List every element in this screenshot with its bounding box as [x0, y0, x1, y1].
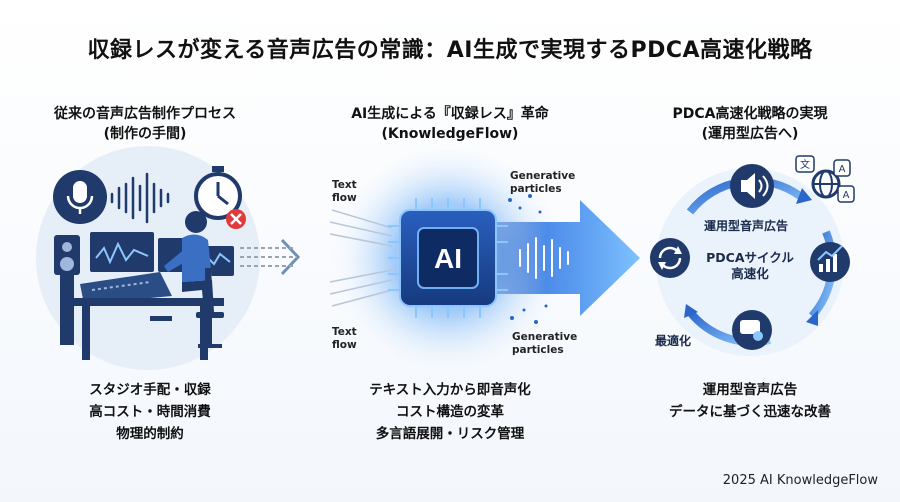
pdca-cycle: 文 A A	[650, 155, 855, 356]
generative-particles	[508, 194, 548, 324]
footer-credit: 2025 AI KnowledgeFlow	[722, 473, 878, 488]
particles-top-line2: particles	[510, 183, 562, 195]
text-flow-label-bottom: Text flow	[332, 326, 357, 352]
ai-chip-label: AI	[434, 243, 462, 274]
particles-bottom-line1: Generative	[512, 331, 578, 343]
left-heading-line1: 従来の音声広告制作プロセス	[54, 106, 236, 122]
cycle-center-label: PDCAサイクル 高速化	[700, 250, 800, 282]
text-flow-top-line1: Text	[332, 179, 357, 191]
mixing-console	[74, 272, 224, 360]
middle-heading: AI生成による『収録レス』革命 (KnowledgeFlow)	[320, 104, 580, 144]
engineer-figure	[150, 211, 224, 348]
page-title: 収録レスが変える音声広告の常識：AI生成で実現するPDCA高速化戦略	[87, 38, 813, 63]
middle-body-line1: テキスト入力から即音声化	[369, 382, 531, 398]
right-body-line2: データに基づく迅速な改善	[669, 404, 831, 420]
right-heading-line2: (運用型広告へ)	[701, 126, 799, 142]
left-body: スタジオ手配・収録 高コスト・時間消費 物理的制約	[20, 379, 280, 445]
chip-pins	[388, 198, 508, 318]
text-flow-bottom-line2: flow	[332, 339, 357, 351]
left-heading-line2: (制作の手間)	[103, 126, 187, 142]
ai-chip-core	[417, 227, 479, 289]
output-waveform	[519, 237, 569, 279]
middle-heading-line2: (KnowledgeFlow)	[381, 126, 519, 142]
chart-icon	[810, 242, 850, 282]
right-heading-line1: PDCA高速化戦略の実現	[672, 106, 828, 122]
middle-body-line2: コスト構造の変革	[396, 404, 504, 420]
cycle-center-line2: 高速化	[731, 266, 769, 281]
left-body-line2: 高コスト・時間消費	[89, 404, 211, 420]
particles-label-top: Generative particles	[510, 170, 575, 196]
microphone-icon	[53, 170, 107, 224]
speaker-icon	[730, 164, 774, 208]
cycle-top-label: 運用型音声広告	[703, 219, 788, 233]
cycle-left-label: 最適化	[654, 334, 691, 348]
text-flow-top-line2: flow	[332, 192, 357, 204]
particles-bottom-line2: particles	[512, 344, 564, 356]
studio-speaker	[54, 235, 80, 345]
text-flow-label-top: Text flow	[332, 179, 357, 205]
transition-arrow-1	[240, 238, 301, 276]
middle-heading-line1: AI生成による『収録レス』革命	[351, 106, 549, 122]
left-body-line1: スタジオ手配・収録	[89, 382, 211, 398]
chat-icon	[732, 310, 772, 350]
translate-glyph-1: 文	[800, 158, 810, 171]
particles-top-line1: Generative	[510, 170, 576, 182]
stopwatch-icon	[194, 166, 242, 220]
middle-body: テキスト入力から即音声化 コスト構造の変革 多言語展開・リスク管理	[320, 379, 580, 445]
globe-icon: 文 A A	[795, 155, 855, 203]
ai-chip-scene: AI	[328, 138, 640, 378]
flow-arrow	[470, 200, 640, 316]
cycle-center-line1: PDCAサイクル	[706, 250, 794, 265]
translate-glyph-2: A	[839, 164, 846, 175]
left-heading: 従来の音声広告制作プロセス (制作の手間)	[20, 104, 270, 144]
left-body-line3: 物理的制約	[116, 426, 184, 442]
right-heading: PDCA高速化戦略の実現 (運用型広告へ)	[630, 104, 870, 144]
audio-waveform	[110, 172, 170, 224]
cross-icon	[226, 209, 246, 229]
text-flow-lines	[329, 209, 393, 307]
right-body: 運用型音声広告 データに基づく迅速な改善	[620, 379, 880, 423]
pdca-backdrop	[656, 168, 844, 356]
text-flow-bottom-line1: Text	[332, 326, 357, 338]
particles-label-bottom: Generative particles	[512, 331, 577, 357]
studio-scene	[36, 146, 260, 370]
right-body-line1: 運用型音声広告	[702, 382, 798, 398]
refresh-icon	[650, 238, 690, 278]
translate-glyph-3: A	[843, 190, 850, 201]
middle-body-line3: 多言語展開・リスク管理	[375, 426, 525, 442]
